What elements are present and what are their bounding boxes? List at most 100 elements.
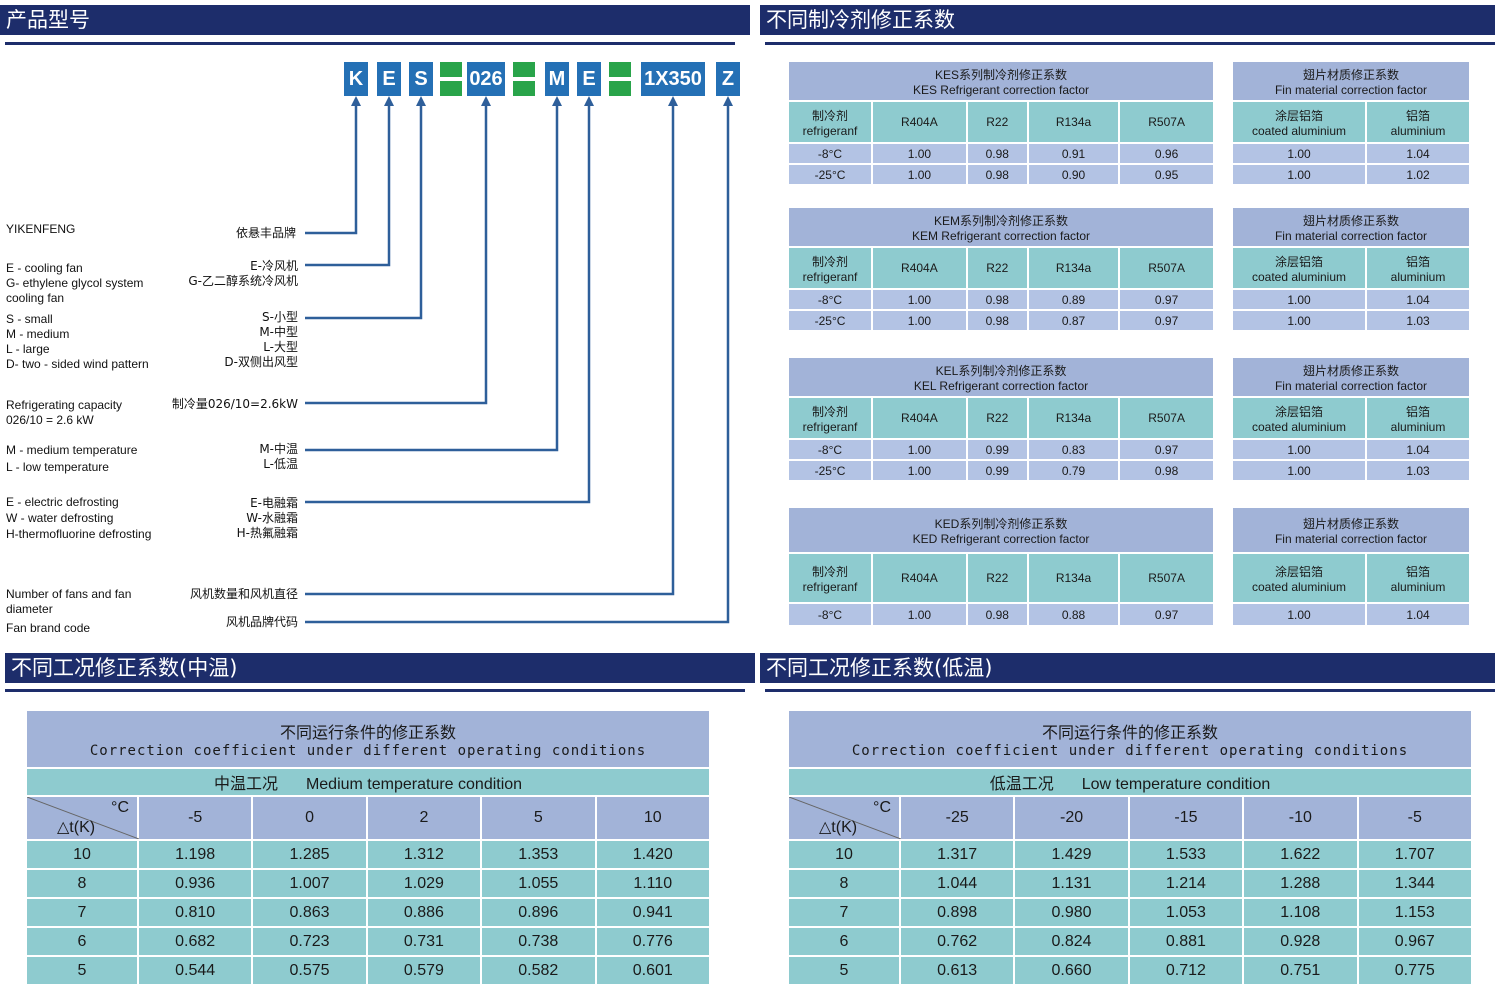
table-cell: 0.90 xyxy=(1028,165,1119,184)
diagonal-divider xyxy=(27,797,139,839)
table-cell: 1.344 xyxy=(1358,870,1471,897)
section-rule xyxy=(765,42,1495,45)
table-cell: 0.98 xyxy=(967,290,1027,309)
table-cell: 1.317 xyxy=(901,841,1014,868)
table-cell: 1.02 xyxy=(1367,165,1469,184)
table-cell: 0.91 xyxy=(1028,144,1119,163)
temperature-col-header: -5 xyxy=(1358,797,1471,839)
table-cell: 1.044 xyxy=(901,870,1014,897)
table-cell: 0.98 xyxy=(967,311,1027,330)
table-cell: -8°C xyxy=(789,290,871,309)
table-cell: -8°C xyxy=(789,604,871,625)
delta-t-cell: 10 xyxy=(789,841,899,868)
section-header-medium: 不同工况修正系数(中温) xyxy=(5,653,755,683)
table-cell: 1.00 xyxy=(873,144,966,163)
section-rule xyxy=(5,689,745,692)
table-cell: -8°C xyxy=(789,144,871,163)
table-cell: 0.712 xyxy=(1129,957,1243,984)
table-cell: 0.898 xyxy=(901,899,1014,926)
section-header-model: 产品型号 xyxy=(0,5,750,35)
table-cell: 0.96 xyxy=(1120,144,1213,163)
table-cell: 1.00 xyxy=(1233,440,1365,459)
table-cell: 1.03 xyxy=(1367,461,1469,480)
code-capacity: 026 xyxy=(467,62,505,96)
table-cell: 0.936 xyxy=(139,870,252,897)
code-letter-z: Z xyxy=(716,62,740,96)
table-cell: 0.738 xyxy=(482,928,595,955)
table-cell: 1.04 xyxy=(1367,290,1469,309)
legend-brand-cn: 依悬丰品牌 xyxy=(235,226,296,240)
table-cell: 1.153 xyxy=(1358,899,1471,926)
table-cell: 0.682 xyxy=(139,928,252,955)
table-cell: 1.214 xyxy=(1129,870,1243,897)
refrigerant-col-header: R404A xyxy=(873,102,966,142)
table-cell: 0.99 xyxy=(967,440,1027,459)
table-cell: 0.762 xyxy=(901,928,1014,955)
table-cell: 0.97 xyxy=(1120,440,1213,459)
refrigerant-col-header: R134a xyxy=(1028,102,1119,142)
code-dash-separator xyxy=(609,62,631,96)
table-cell: 1.00 xyxy=(1233,461,1365,480)
table-cell: 0.98 xyxy=(1120,461,1213,480)
delta-t-cell: 10 xyxy=(27,841,137,868)
table-cell: 0.87 xyxy=(1028,311,1119,330)
refrigerant-col-header: R507A xyxy=(1120,102,1213,142)
refrigerant-col-header: R507A xyxy=(1120,554,1213,602)
delta-t-cell: 7 xyxy=(789,899,899,926)
refrigerant-col-header: R404A xyxy=(873,398,966,438)
section-rule xyxy=(5,42,735,45)
legend-fans-cn: 风机数量和风机直径 xyxy=(189,587,298,601)
table-cell: 0.575 xyxy=(253,957,366,984)
table-cell: 0.579 xyxy=(367,957,481,984)
table-cell: 0.79 xyxy=(1028,461,1119,480)
table-cell: -25°C xyxy=(789,311,871,330)
table-cell: 0.88 xyxy=(1028,604,1119,625)
table-cell: 1.353 xyxy=(482,841,595,868)
refrigerant-col-header: R22 xyxy=(967,102,1027,142)
temperature-col-header: -15 xyxy=(1129,797,1243,839)
table-cell: 0.751 xyxy=(1244,957,1357,984)
table-cell: 1.00 xyxy=(873,165,966,184)
table-cell: 1.00 xyxy=(1233,144,1365,163)
temperature-col-header: -25 xyxy=(901,797,1014,839)
table-cell: 1.533 xyxy=(1129,841,1243,868)
delta-t-cell: 5 xyxy=(27,957,137,984)
temperature-col-header: 2 xyxy=(367,797,481,839)
model-code-connector-diagram xyxy=(305,96,733,624)
table-cell: 0.660 xyxy=(1015,957,1128,984)
temperature-col-header: 10 xyxy=(596,797,709,839)
table-cell: 0.896 xyxy=(482,899,595,926)
table-cell: 0.97 xyxy=(1120,604,1213,625)
table-cell: 1.312 xyxy=(367,841,481,868)
temperature-col-header: 5 xyxy=(482,797,595,839)
code-letter-m: M xyxy=(545,62,569,96)
